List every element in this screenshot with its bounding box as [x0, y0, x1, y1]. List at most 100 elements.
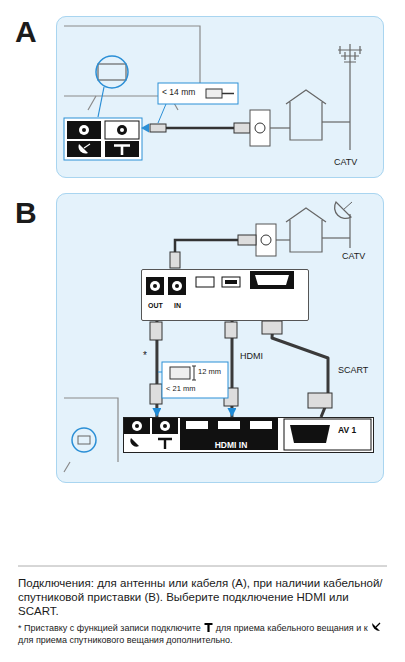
tv-port-inset: [105, 141, 139, 157]
tv-port-strip: [186, 421, 208, 429]
satellite-dish: [349, 214, 350, 248]
coax-cable: [238, 235, 256, 245]
tv-port-inset: [67, 121, 101, 139]
cable-icon: [204, 624, 212, 632]
tv-port-strip: [158, 439, 172, 449]
wall-socket: [250, 110, 270, 146]
footnote-text: для приема кабельного вещания и к: [216, 623, 368, 633]
coax-cable: [141, 124, 149, 133]
panel: BOUTINHDMI INAV 1: [56, 193, 384, 483]
size-callout: [162, 362, 228, 398]
set-top-box-ports: [146, 277, 164, 295]
annotation-label: < 14 mm: [162, 88, 195, 97]
tv-port-inset: [64, 118, 142, 160]
house: [286, 208, 326, 252]
size-callout: [222, 93, 234, 95]
tv-port-strip: [163, 424, 167, 428]
coax-cable: [141, 123, 250, 133]
house: [276, 239, 290, 240]
set-top-box-ports: [150, 281, 160, 291]
footnote-text: для приема спутникового вещания дополнит…: [18, 635, 233, 645]
set-top-box-fill: [141, 269, 309, 321]
tv-port-inset: [79, 144, 88, 153]
port-label: AV 1: [338, 426, 356, 435]
set-top-box-ports: [175, 284, 179, 288]
cable-icon: [204, 622, 213, 632]
tv-connector-panel-fill: [123, 417, 374, 453]
tv-port-inset: [105, 121, 139, 139]
panel: A: [56, 16, 384, 178]
annotation-label: CATV: [334, 158, 357, 168]
plug: [150, 384, 162, 404]
tv-back: [64, 398, 118, 472]
set-top-box-ports: [172, 281, 182, 291]
tv-port-inset: [79, 125, 89, 135]
tv-port-inset: [64, 118, 142, 160]
cable-label: *: [142, 350, 148, 361]
zoom-circle: [96, 56, 128, 88]
panel-fill: [56, 16, 384, 178]
annotation-label: CATV: [342, 252, 365, 262]
tv-port-strip: [124, 418, 371, 450]
cable-label: SCART: [337, 366, 369, 376]
antenna: [338, 44, 362, 150]
set-top-box-ports: [225, 280, 237, 284]
set-top-box-ports: [222, 277, 240, 287]
tv-port-strip: [135, 424, 139, 428]
wall-socket: [261, 235, 271, 245]
tv-port-strip: [152, 418, 178, 434]
satellite-icon: [372, 623, 380, 631]
tv-port-strip: [132, 421, 142, 431]
size-callout: [158, 83, 238, 104]
port-sketch: [78, 436, 90, 444]
size-callout: [158, 83, 238, 123]
house: [322, 237, 350, 238]
tv-port-strip: [124, 418, 150, 434]
plug: [150, 322, 162, 340]
tv-back: [64, 398, 118, 472]
wall-socket: [255, 123, 265, 133]
set-top-box-ports: [196, 277, 214, 287]
coax-cable: [170, 252, 180, 268]
caption: Подключения: для антенны или кабеля (A),…: [18, 576, 390, 618]
tv-port-inset: [82, 128, 86, 132]
satellite-dish: [335, 202, 352, 248]
zoom-circle: [72, 428, 96, 452]
size-callout: [158, 104, 166, 123]
plug: [308, 393, 332, 408]
footnote: * Приставку с функцией записи подключите…: [18, 622, 392, 646]
tv-port-strip: [250, 421, 272, 429]
wall-socket: [256, 224, 276, 256]
tv-port-inset: [67, 141, 101, 157]
tv-port-inset: [84, 144, 90, 148]
size-callout: [192, 366, 196, 380]
coax-cable: [175, 240, 238, 252]
house: [286, 90, 326, 140]
leader-line: [98, 87, 104, 117]
port-label: OUT: [148, 302, 163, 310]
set-top-box: OUTIN: [141, 269, 309, 321]
size-callout: [158, 362, 228, 398]
tv-port-inset: [117, 125, 127, 135]
tv-port-strip: [130, 438, 139, 447]
cable-label: HDMI: [239, 352, 264, 362]
house: [270, 90, 350, 140]
tv-back: [98, 64, 126, 80]
tv-port-inset: [120, 128, 124, 132]
wall-socket: [250, 110, 270, 146]
tv-connector-panel: HDMI INAV 1: [123, 417, 374, 453]
wall-socket: [256, 224, 276, 256]
set-top-box-ports: [255, 275, 289, 285]
set-top-box-ports: [146, 271, 294, 295]
size-callout: [206, 89, 222, 98]
annotation-label: < 21 mm: [166, 385, 195, 393]
footnote-text: * Приставку с функцией записи подключите: [18, 623, 201, 633]
coax-cable: [150, 124, 166, 132]
house: [322, 121, 350, 122]
tv-port-inset: [114, 146, 130, 156]
size-callout: [158, 372, 162, 373]
panel-letter: A: [15, 15, 37, 48]
set-top-box-ports: [168, 277, 186, 295]
size-callout: [170, 367, 190, 379]
plug: [225, 322, 237, 338]
